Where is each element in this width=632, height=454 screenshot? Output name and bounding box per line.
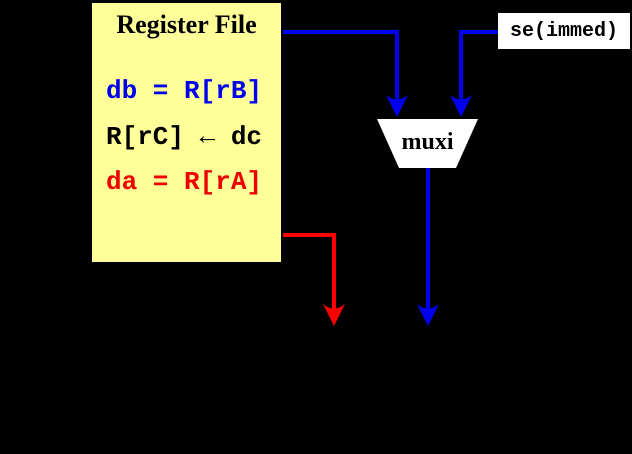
sign-extender-label: se(immed) (509, 19, 619, 43)
arrowhead-muxi-left-input (386, 95, 408, 117)
muxi-label: muxi (401, 129, 454, 155)
register-port-equation-da: da = R[rA] (106, 167, 263, 197)
wire-regfile-da-output (283, 233, 336, 313)
register-port-equation-db: db = R[rB] (106, 76, 263, 106)
wire-se-immed-to-muxi (459, 30, 498, 104)
muxi-shape (377, 119, 478, 168)
register-file-box (92, 3, 281, 262)
arrowhead-muxi-output (417, 304, 439, 326)
wire-regfile-db-to-muxi (283, 30, 399, 104)
arrowhead-muxi-right-input (450, 95, 472, 117)
register-file-title: Register File (116, 10, 257, 39)
sign-extender-box: se(immed) (498, 13, 630, 49)
register-port-equation-rc: R[rC] ← dc (106, 122, 263, 152)
arrowhead-regfile-da-output (323, 304, 345, 326)
